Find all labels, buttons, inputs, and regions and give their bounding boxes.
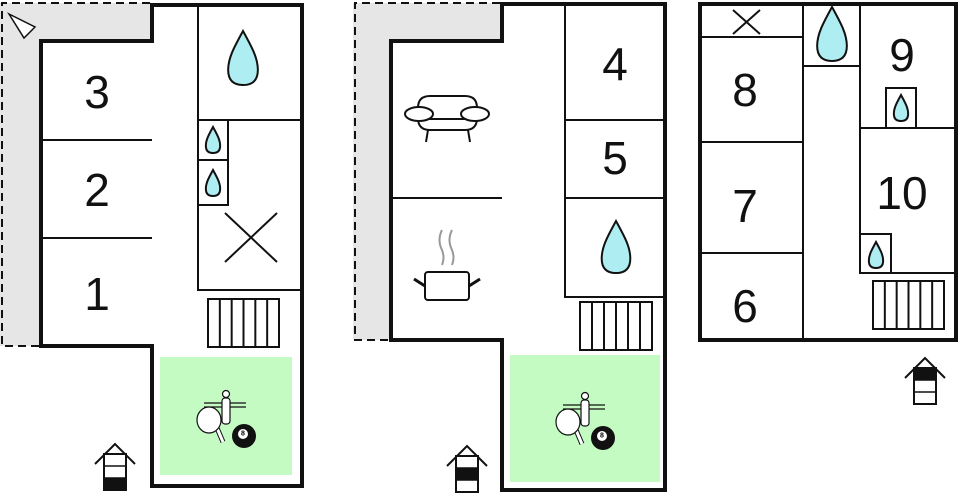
room-6: 6	[732, 280, 758, 332]
terrace-outline	[354, 2, 500, 341]
billiard-ball-icon: 8	[591, 426, 615, 450]
room-1: 1	[84, 268, 110, 320]
game-icons: 8	[555, 391, 615, 450]
room-9: 9	[889, 29, 915, 81]
sofa-icon	[404, 95, 490, 143]
table-tennis-icon	[555, 408, 585, 445]
water-drop-icon	[867, 239, 885, 270]
room-8: 8	[732, 64, 758, 116]
room-4: 4	[602, 38, 628, 90]
room-7: 7	[732, 180, 758, 232]
floor-indicator-icon	[94, 442, 136, 491]
water-drop-icon	[204, 124, 222, 155]
water-drop-icon	[600, 218, 632, 275]
water-drop-icon	[204, 167, 222, 198]
room-10: 10	[876, 167, 927, 219]
plan-ground-floor: 3 2 1 8	[0, 2, 304, 491]
outer-walls	[389, 2, 667, 492]
room-5: 5	[602, 132, 628, 184]
storage-x-icon	[224, 212, 278, 263]
cooking-pot-icon	[413, 229, 481, 301]
stairs-icon	[579, 301, 653, 351]
plan-second-floor: 8 7 6 9 10	[698, 2, 958, 405]
room-3: 3	[84, 66, 110, 118]
game-icons: 8	[196, 389, 256, 448]
water-drop-icon	[816, 4, 848, 63]
terrace	[0, 3, 150, 346]
storage-x-icon	[732, 9, 761, 35]
billiard-ball-label: 8	[600, 433, 604, 440]
floor-indicator-icon	[904, 356, 946, 405]
compass-icon	[6, 12, 37, 40]
plan-first-floor: 4 5 8	[353, 2, 667, 493]
billiard-ball-icon: 8	[232, 424, 256, 448]
outer-walls	[39, 3, 304, 488]
water-drop-icon	[892, 92, 910, 123]
stairs-icon	[207, 298, 280, 348]
table-tennis-icon	[196, 406, 226, 443]
billiard-ball-label: 8	[241, 431, 245, 438]
room-2: 2	[84, 164, 110, 216]
floor-indicator-icon	[446, 444, 488, 493]
terrace-outline	[1, 2, 150, 347]
water-drop-icon	[227, 28, 259, 87]
stairs-icon	[872, 280, 945, 330]
